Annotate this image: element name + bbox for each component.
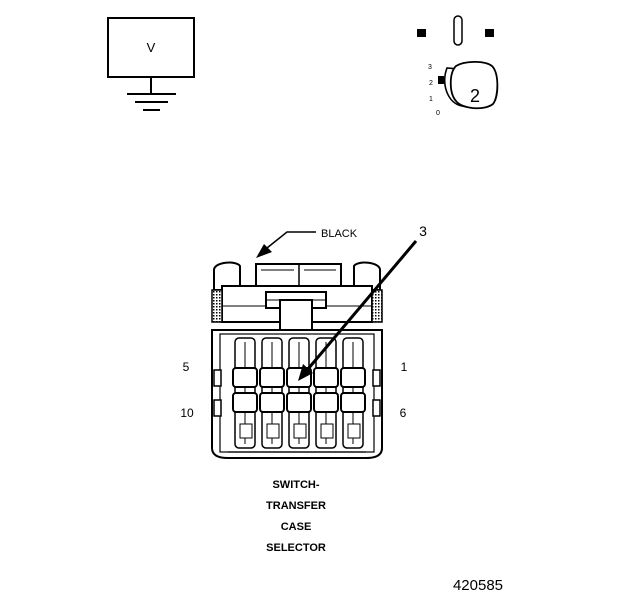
pin-label-top-left: 5 [183, 360, 190, 374]
figure-id: 420585 [453, 577, 503, 594]
connector-name-line-2: TRANSFER [266, 500, 326, 512]
callout-3-pointer [298, 240, 418, 381]
callout-3-label: 3 [419, 223, 427, 239]
cavity-10 [232, 392, 258, 413]
voltmeter-box [107, 17, 195, 78]
cavity-8 [286, 392, 312, 413]
wire-color-leader: BLACK [256, 228, 358, 258]
connector-name-line-1: SWITCH- [272, 479, 319, 491]
leader-line [266, 231, 316, 249]
callout-3-arrowhead [298, 364, 313, 381]
pin-label-top-right: 1 [401, 360, 408, 374]
connector-name: SWITCH- TRANSFER CASE SELECTOR [266, 479, 326, 554]
cavity-row-bottom [232, 392, 366, 413]
connector-name-line-3: CASE [281, 521, 312, 533]
ground-icon [127, 77, 176, 111]
right-key-upper [372, 369, 381, 387]
right-latch-ear [353, 261, 381, 291]
left-key-lower [213, 399, 222, 417]
connector-face [211, 261, 383, 459]
pin-label-bottom-left: 10 [180, 406, 194, 420]
ignition-callout: 2 [470, 86, 480, 106]
cavity-5 [232, 367, 258, 388]
ignition-switch: 3 2 1 0 2 [417, 15, 499, 117]
pin-label-bottom-right: 6 [400, 406, 407, 420]
ignition-position-3: 3 [428, 64, 432, 71]
ignition-position-2: 2 [429, 80, 433, 87]
voltmeter: V [107, 17, 195, 111]
ignition-key-icon [438, 60, 499, 110]
ignition-off-icon [417, 15, 494, 46]
voltmeter-symbol: V [147, 40, 156, 55]
cavity-4 [259, 367, 285, 388]
cavity-2 [313, 367, 339, 388]
ignition-position-0: 0 [436, 110, 440, 117]
cavity-9 [259, 392, 285, 413]
cavity-7 [313, 392, 339, 413]
cavity-row-top [232, 367, 366, 388]
cavity-6 [340, 392, 366, 413]
wire-color-label: BLACK [321, 228, 358, 240]
left-latch-ear [213, 261, 241, 291]
leader-arrowhead [256, 244, 272, 258]
ignition-position-1: 1 [429, 96, 433, 103]
cavity-1 [340, 367, 366, 388]
right-key-lower [372, 399, 381, 417]
connector-name-line-4: SELECTOR [266, 542, 326, 554]
left-key-upper [213, 369, 222, 387]
callout-3-line [306, 240, 418, 370]
